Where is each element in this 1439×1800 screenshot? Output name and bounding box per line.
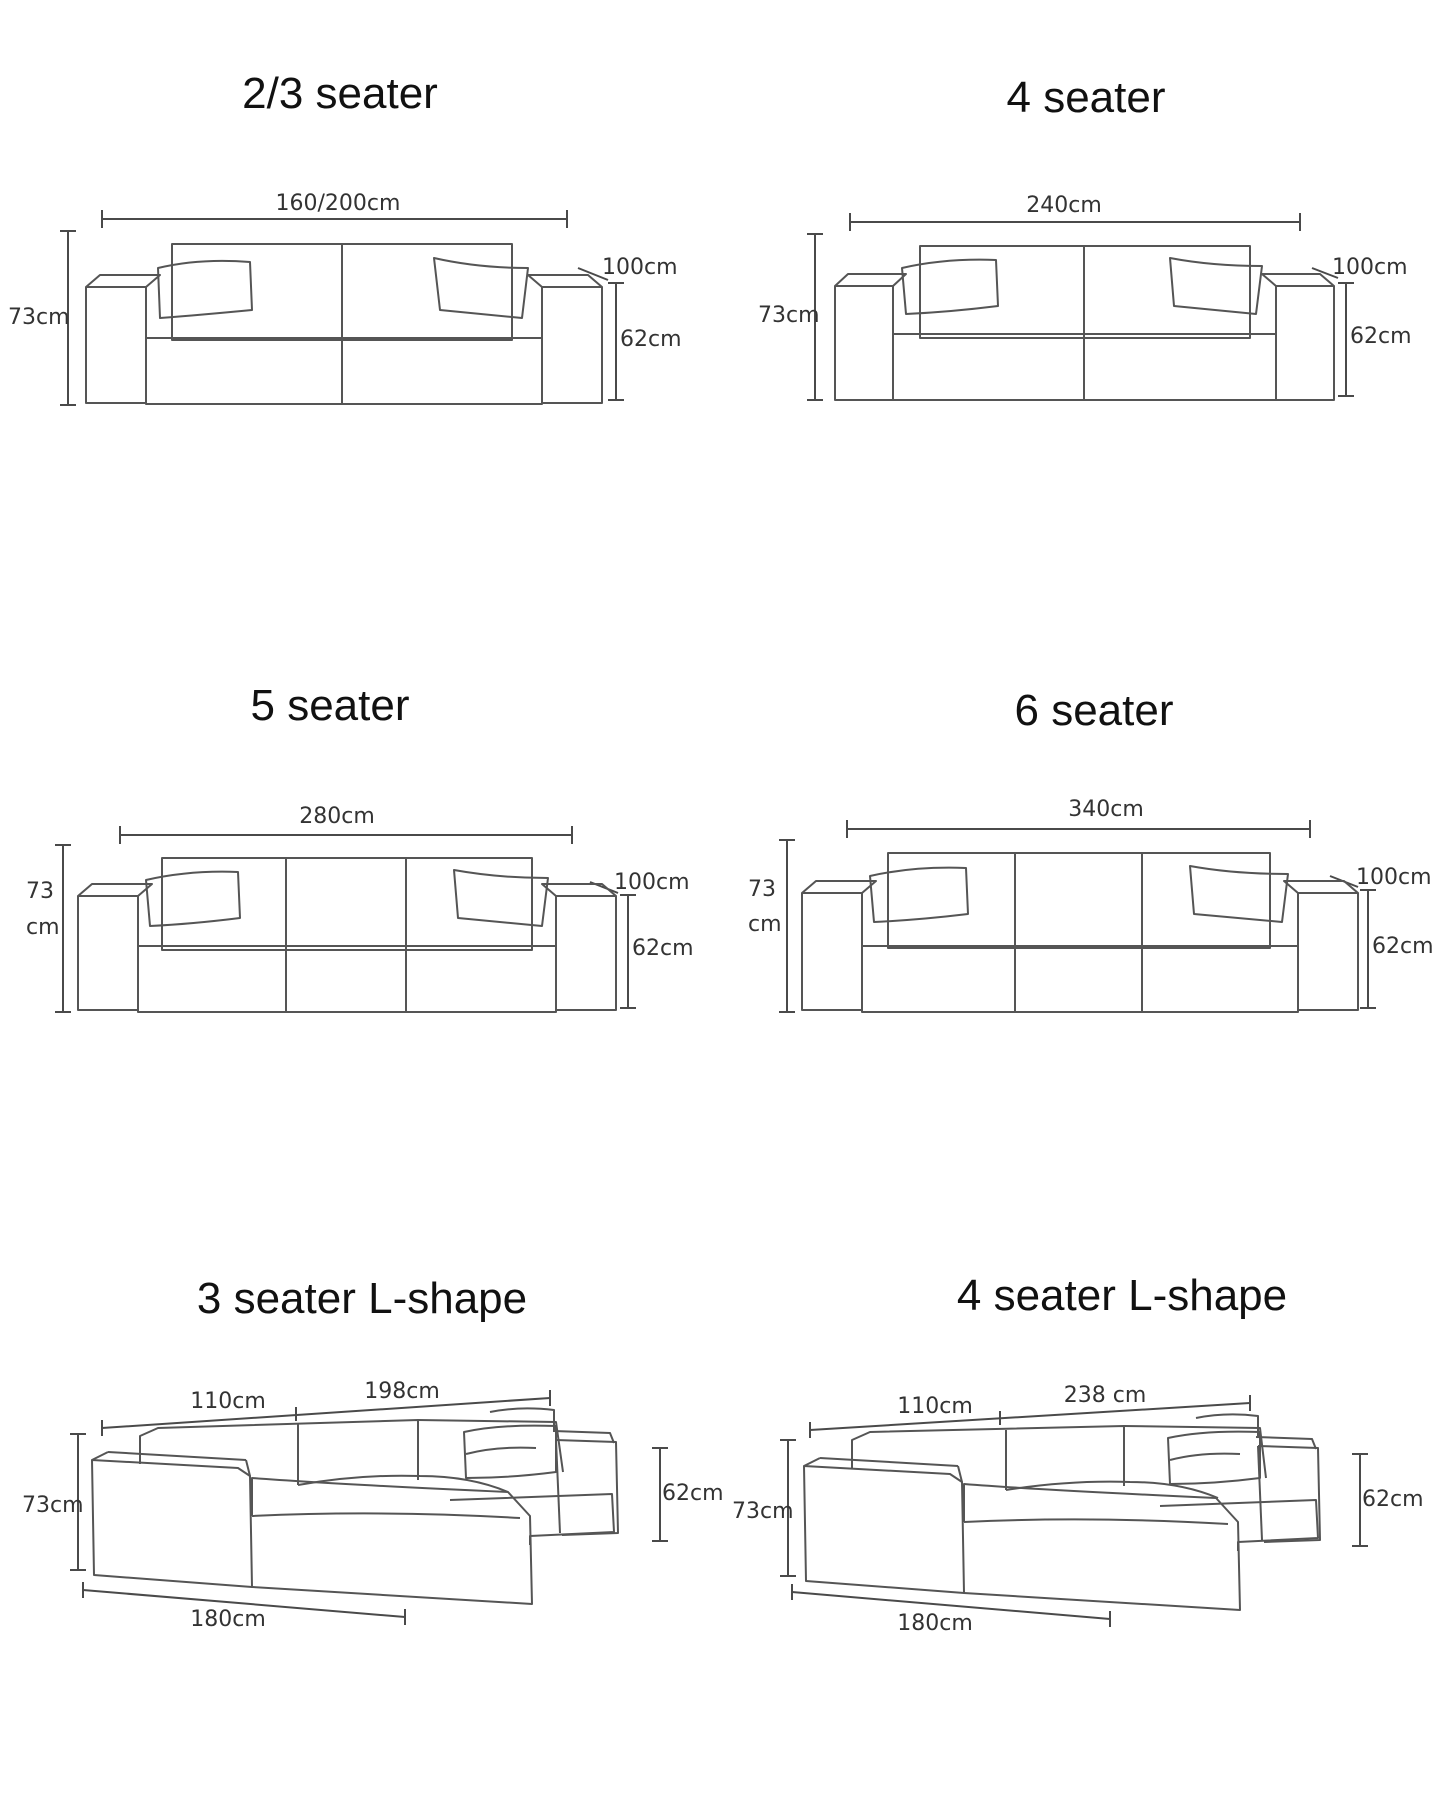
chaise-dimension-line	[82, 1589, 406, 1618]
seat-height-label: 62cm	[620, 327, 682, 352]
panel-5-seater: 5 seater 280cm 73 cm 100cm 62cm	[26, 681, 694, 1013]
height-label-number: 73	[748, 877, 776, 902]
depth-label: 100cm	[602, 255, 678, 280]
chaise-label: 180cm	[897, 1611, 973, 1636]
sofa-drawing	[77, 857, 617, 1013]
height-label-unit: cm	[748, 912, 782, 937]
panel-title: 4 seater L-shape	[957, 1271, 1287, 1320]
chaise-dimension-line	[791, 1591, 1111, 1620]
height-label-unit: cm	[26, 915, 60, 940]
panel-6-seater: 6 seater 340cm 73 cm 100cm 62cm	[748, 686, 1434, 1013]
seat-height-label: 62cm	[1372, 934, 1434, 959]
sofa-drawing	[91, 1407, 619, 1605]
depth-label: 100cm	[614, 870, 690, 895]
sofa-drawing	[803, 1413, 1321, 1611]
width-label-a: 110cm	[897, 1394, 973, 1419]
height-label: 73cm	[8, 305, 70, 330]
sofa-drawing	[834, 245, 1335, 401]
seat-height-label: 62cm	[632, 936, 694, 961]
panel-4-seater-l-shape: 4 seater L-shape 110cm 238 cm 73cm 62cm …	[732, 1271, 1424, 1636]
height-label-number: 73	[26, 879, 54, 904]
width-label-b: 238 cm	[1064, 1383, 1147, 1408]
sofa-drawing	[801, 852, 1359, 1013]
panel-title: 6 seater	[1015, 686, 1174, 735]
panel-title: 2/3 seater	[242, 69, 438, 118]
width-label: 160/200cm	[276, 191, 401, 216]
height-label: 73cm	[22, 1493, 84, 1518]
sofa-drawing	[85, 243, 603, 405]
seat-height-label: 62cm	[662, 1481, 724, 1506]
width-dimension-line	[809, 1402, 1251, 1431]
width-label-b: 198cm	[364, 1379, 440, 1404]
width-label-a: 110cm	[190, 1389, 266, 1414]
chaise-label: 180cm	[190, 1607, 266, 1632]
seat-height-label: 62cm	[1350, 324, 1412, 349]
panel-4-seater: 4 seater 240cm 73cm 100cm 62cm	[758, 73, 1412, 401]
panel-title: 3 seater L-shape	[197, 1274, 527, 1323]
panel-2-3-seater: 2/3 seater 160/200cm 73cm 100cm 62cm	[8, 69, 682, 406]
height-label: 73cm	[732, 1499, 794, 1524]
seat-height-label: 62cm	[1362, 1487, 1424, 1512]
height-label: 73cm	[758, 303, 820, 328]
width-label: 340cm	[1068, 797, 1144, 822]
depth-label: 100cm	[1332, 255, 1408, 280]
panel-title: 5 seater	[251, 681, 410, 730]
panel-title: 4 seater	[1007, 73, 1166, 122]
width-label: 280cm	[299, 804, 375, 829]
depth-label: 100cm	[1356, 865, 1432, 890]
width-label: 240cm	[1026, 193, 1102, 218]
width-dimension-line	[101, 1397, 551, 1429]
panel-3-seater-l-shape: 3 seater L-shape 110cm 198cm 73cm 62cm 1…	[22, 1274, 724, 1632]
